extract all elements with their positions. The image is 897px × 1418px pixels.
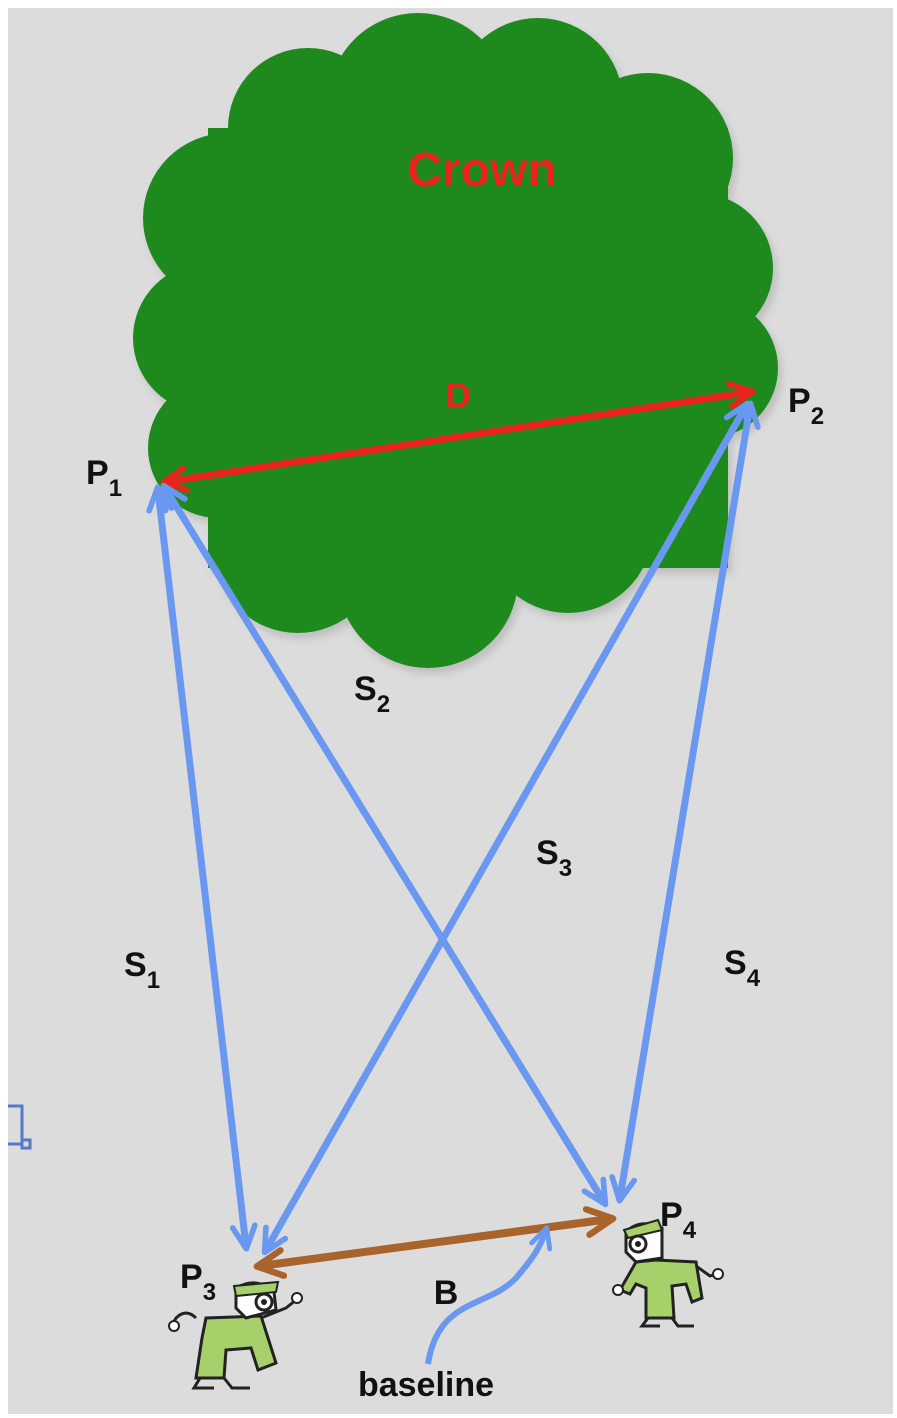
bracket-icon — [8, 1104, 32, 1150]
diagram-svg: Crown D B baseline P1 P2 P3 P4 S1 S2 S3 … — [8, 13, 824, 1404]
crown-label: Crown — [407, 144, 556, 197]
point-label-p1: P1 — [86, 454, 122, 502]
sight-label-s3: S3 — [536, 834, 572, 882]
tree-crown — [133, 13, 782, 674]
baseline-caption: baseline — [358, 1366, 494, 1404]
diameter-label: D — [445, 375, 471, 416]
surveyor-icon — [612, 1218, 724, 1328]
sight-label-s1: S1 — [124, 946, 160, 994]
diagram-canvas: Crown D B baseline P1 P2 P3 P4 S1 S2 S3 … — [8, 8, 893, 1414]
baseline-pointer-arrow — [425, 1225, 553, 1365]
baseline-arrow — [253, 1206, 617, 1279]
point-label-p3: P3 — [180, 1258, 216, 1306]
sight-label-s2: S2 — [354, 670, 390, 718]
point-label-p2: P2 — [788, 382, 824, 430]
sight-label-s4: S4 — [724, 944, 761, 992]
surveyor-icon — [168, 1280, 303, 1390]
point-label-p4: P4 — [660, 1196, 697, 1244]
sight-line-s4 — [609, 400, 761, 1204]
baseline-segment-label: B — [434, 1274, 459, 1312]
